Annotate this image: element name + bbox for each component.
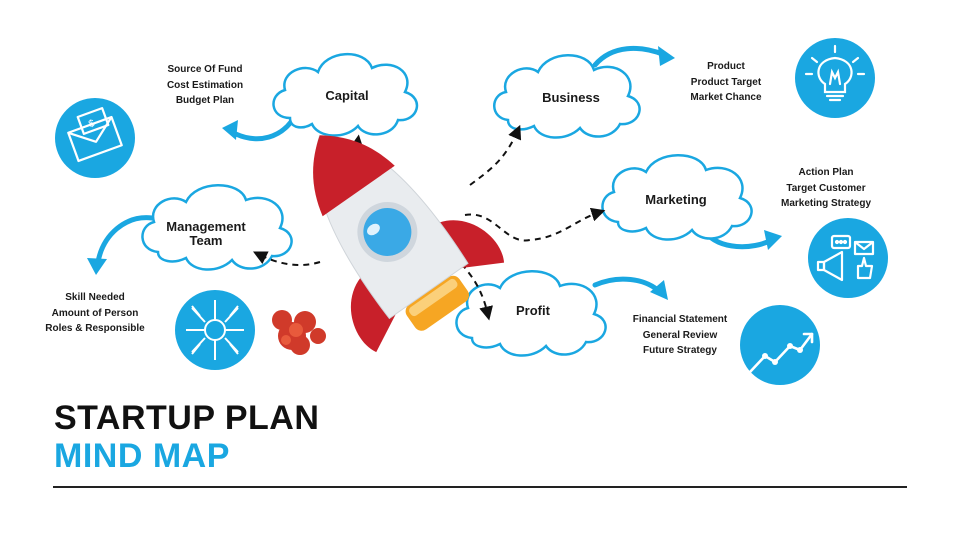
capital-info: Source Of Fund Cost Estimation Budget Pl… bbox=[160, 62, 250, 109]
marketing-info-item: Target Customer bbox=[786, 182, 866, 194]
cloud-label-management: Management Team bbox=[160, 220, 252, 248]
marketing-info-item: Action Plan bbox=[798, 167, 854, 178]
business-info-item: Product bbox=[707, 61, 745, 72]
management-blue-arrow bbox=[95, 215, 155, 265]
cloud-label-management-line2: Team bbox=[189, 233, 223, 248]
cloud-profit bbox=[455, 270, 607, 357]
profit-info-item: General Review bbox=[642, 329, 718, 341]
cloud-label-profit: Profit bbox=[516, 303, 550, 318]
profit-info-item: Financial Statement bbox=[632, 314, 728, 325]
management-info-item: Skill Needed bbox=[65, 292, 125, 303]
capital-info-item: Source Of Fund bbox=[167, 64, 243, 75]
connector-marketing bbox=[464, 207, 606, 242]
money-envelope-icon: $ bbox=[55, 98, 135, 178]
cloud-management bbox=[141, 184, 293, 271]
cloud-capital bbox=[272, 53, 419, 137]
title-line-1: STARTUP PLAN bbox=[54, 399, 320, 437]
profit-blue-arrow bbox=[592, 276, 663, 295]
business-info-item: Product Target bbox=[690, 76, 762, 88]
cloud-business bbox=[493, 54, 641, 139]
marketing-info-item: Marketing Strategy bbox=[780, 198, 872, 209]
megaphone-icon bbox=[808, 218, 888, 298]
business-info: Product Product Target Market Chance bbox=[680, 59, 772, 106]
capital-info-item: Cost Estimation bbox=[166, 79, 244, 91]
cloud-label-management-line1: Management bbox=[166, 219, 246, 234]
rocket-illustration bbox=[272, 134, 505, 355]
business-info-item: Market Chance bbox=[690, 92, 762, 103]
cloud-label-capital: Capital bbox=[325, 88, 369, 103]
business-blue-arrow bbox=[592, 45, 668, 68]
cloud-label-marketing: Marketing bbox=[645, 192, 707, 207]
profit-info: Financial Statement General Review Futur… bbox=[628, 312, 732, 359]
title-line-2: MIND MAP bbox=[54, 437, 230, 475]
cloud-label-business: Business bbox=[542, 90, 600, 105]
marketing-info: Action Plan Target Customer Marketing St… bbox=[775, 165, 877, 212]
management-info-item: Roles & Responsible bbox=[45, 323, 145, 334]
profit-info-item: Future Strategy bbox=[643, 345, 717, 356]
title-divider bbox=[53, 486, 907, 488]
connector-business bbox=[469, 124, 522, 186]
team-hands-icon bbox=[175, 290, 255, 370]
management-info-item: Amount of Person bbox=[51, 307, 139, 319]
blue-arrow-heads bbox=[87, 46, 782, 300]
svg-text:$: $ bbox=[87, 118, 96, 130]
connector-management bbox=[252, 251, 321, 267]
management-info: Skill Needed Amount of Person Roles & Re… bbox=[42, 290, 148, 337]
growth-chart-icon bbox=[740, 305, 820, 385]
capital-info-item: Budget Plan bbox=[175, 95, 235, 106]
lightbulb-icon bbox=[795, 38, 875, 118]
cloud-marketing bbox=[601, 154, 753, 241]
